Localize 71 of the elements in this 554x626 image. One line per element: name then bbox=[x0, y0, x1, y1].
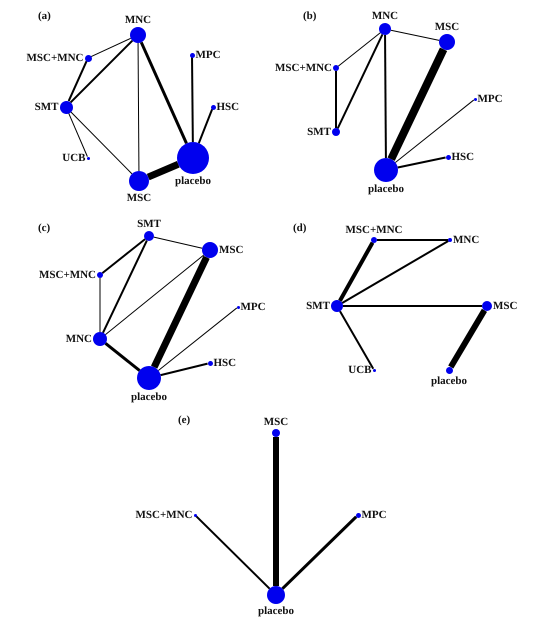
node-label: MNC bbox=[453, 234, 480, 246]
node-label: placebo bbox=[368, 183, 404, 195]
panel-label: (b) bbox=[303, 10, 316, 22]
edge-line bbox=[70, 40, 134, 104]
edge-line bbox=[102, 238, 146, 274]
panel-label: (d) bbox=[293, 222, 306, 234]
edge-line bbox=[70, 111, 132, 174]
node-label: HSC bbox=[214, 357, 236, 369]
edge-line bbox=[342, 240, 449, 304]
node-label: HSC bbox=[452, 151, 474, 163]
edge-line bbox=[140, 42, 188, 144]
edge-line bbox=[191, 57, 194, 142]
node-label: SMT bbox=[137, 218, 161, 230]
node-label: HSC bbox=[216, 101, 240, 113]
panel-label: (c) bbox=[38, 222, 50, 234]
node-label: MSC bbox=[126, 192, 152, 204]
node-label: MSC+MNC bbox=[136, 509, 192, 521]
edge-line bbox=[377, 239, 448, 241]
node-label: UCB bbox=[62, 152, 86, 164]
edge-line bbox=[102, 240, 148, 334]
edge-line bbox=[390, 30, 440, 41]
node-label: placebo bbox=[430, 374, 468, 386]
edge-line bbox=[68, 60, 88, 102]
node-label: MSC+MNC bbox=[39, 269, 96, 281]
edge-line bbox=[338, 242, 374, 302]
edge-line bbox=[146, 161, 180, 180]
node-label: MNC bbox=[124, 14, 152, 26]
node-label: placebo bbox=[174, 175, 212, 187]
edge-line bbox=[281, 516, 358, 590]
edge-line bbox=[153, 236, 203, 249]
node-label: MSC bbox=[493, 300, 518, 312]
node-label: MSC bbox=[219, 244, 244, 256]
node-label: MSC+MNC bbox=[275, 62, 332, 74]
edge-line bbox=[198, 108, 214, 144]
edge-line bbox=[339, 310, 374, 370]
edge-line bbox=[273, 437, 279, 586]
edge-line bbox=[68, 112, 88, 158]
edge-line bbox=[335, 71, 337, 128]
edge-line bbox=[448, 308, 488, 369]
node-label: SMT bbox=[34, 101, 58, 113]
node-label: SMT bbox=[307, 126, 331, 138]
edge-line bbox=[104, 342, 141, 372]
node-label: placebo bbox=[258, 605, 294, 617]
edge-line bbox=[151, 256, 210, 369]
node-label: MSC bbox=[264, 416, 288, 428]
edge-line bbox=[160, 362, 208, 376]
node-label: MNC bbox=[66, 333, 92, 345]
edge-line bbox=[398, 156, 446, 169]
node-label: placebo bbox=[130, 391, 168, 403]
edge-line bbox=[158, 307, 238, 372]
edge-line bbox=[338, 32, 381, 67]
node-label: MSC+MNC bbox=[346, 224, 402, 236]
edge-line bbox=[138, 42, 140, 172]
node-label: MPC bbox=[196, 49, 221, 61]
panel-label: (e) bbox=[178, 414, 190, 426]
node-label: MPC bbox=[240, 301, 266, 313]
panel-label: (a) bbox=[38, 10, 51, 22]
node-label: UCB bbox=[348, 364, 372, 376]
node-label: MPC bbox=[362, 509, 387, 521]
node-label: MSC bbox=[434, 21, 460, 33]
node-label: MPC bbox=[478, 93, 503, 105]
node-label: SMT bbox=[306, 300, 330, 312]
edge-line bbox=[195, 515, 270, 590]
edge-line bbox=[336, 34, 384, 129]
edge-line bbox=[394, 99, 474, 164]
node-label: MNC bbox=[372, 10, 398, 22]
node-label: MSC+MNC bbox=[26, 52, 84, 64]
edge-line bbox=[343, 305, 482, 307]
edge-line bbox=[90, 38, 132, 58]
edge-line bbox=[104, 254, 204, 336]
edge-line bbox=[384, 35, 387, 158]
